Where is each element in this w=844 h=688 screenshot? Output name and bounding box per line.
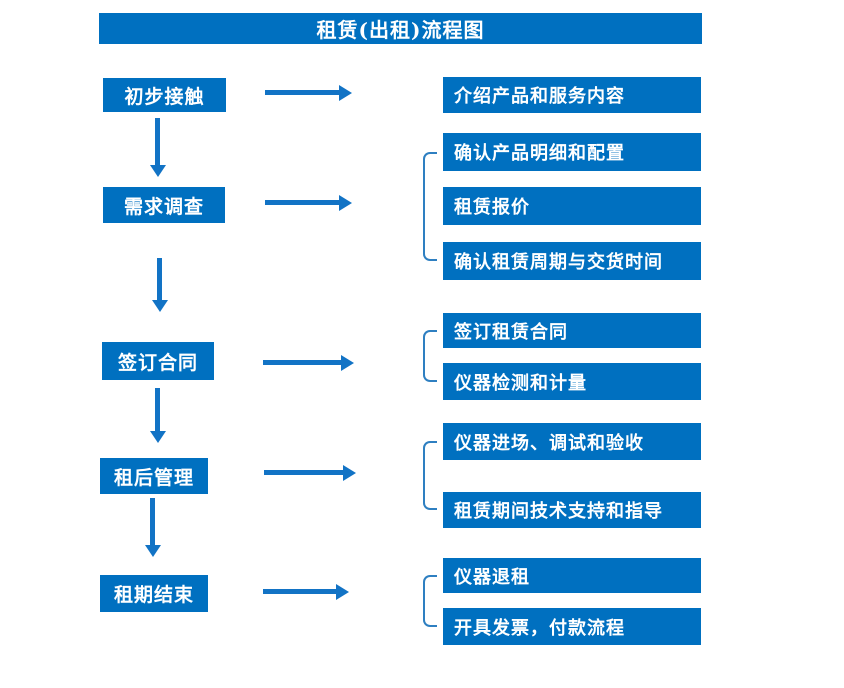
step-box-initial-contact: 初步接触 — [103, 78, 226, 112]
detail-box-instrument-testing-metering: 仪器检测和计量 — [443, 363, 701, 400]
step-box-rental-end: 租期结束 — [100, 575, 208, 612]
detail-box-rental-quote: 租赁报价 — [443, 187, 701, 225]
down-arrow-icon — [157, 258, 162, 301]
detail-box-invoice-payment: 开具发票，付款流程 — [443, 608, 701, 645]
right-arrow-icon — [263, 360, 342, 365]
step-box-sign-contract: 签订合同 — [102, 342, 214, 380]
detail-box-confirm-period-delivery: 确认租赁周期与交货时间 — [443, 242, 701, 280]
right-arrow-icon — [265, 90, 340, 95]
flowchart-title: 租赁(出租)流程图 — [99, 13, 702, 44]
step-box-post-rental-management: 租后管理 — [100, 458, 208, 494]
step-box-needs-survey: 需求调查 — [103, 187, 225, 223]
detail-box-technical-support: 租赁期间技术支持和指导 — [443, 492, 701, 528]
group-bracket — [423, 441, 437, 510]
right-arrow-icon — [264, 470, 344, 475]
down-arrow-icon — [150, 498, 155, 546]
group-bracket — [423, 575, 437, 627]
detail-box-sign-rental-contract: 签订租赁合同 — [443, 313, 701, 348]
detail-box-instrument-return: 仪器退租 — [443, 558, 701, 593]
down-arrow-icon — [155, 118, 160, 166]
right-arrow-icon — [263, 589, 337, 594]
detail-box-instrument-installation-acceptance: 仪器进场、调试和验收 — [443, 423, 701, 460]
group-bracket — [423, 330, 437, 382]
right-arrow-icon — [265, 200, 340, 205]
detail-box-confirm-product-config: 确认产品明细和配置 — [443, 133, 701, 171]
group-bracket — [423, 152, 437, 261]
detail-box-introduce-products-services: 介绍产品和服务内容 — [443, 77, 701, 113]
down-arrow-icon — [155, 388, 160, 432]
